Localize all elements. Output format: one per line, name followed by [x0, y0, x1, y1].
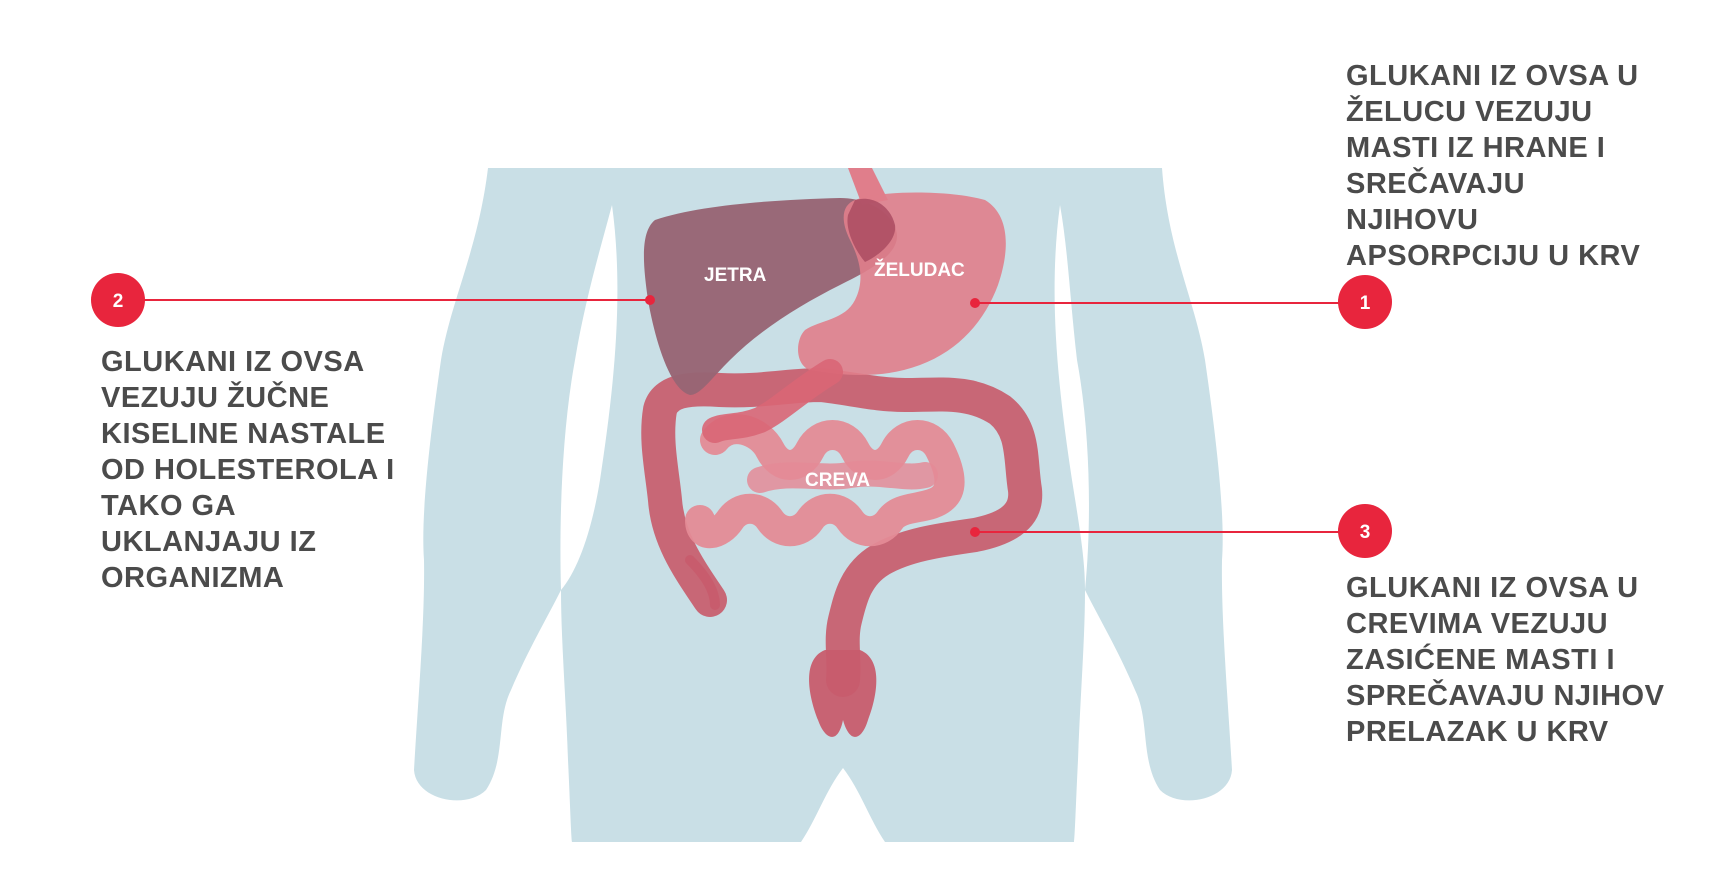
colon	[641, 368, 1043, 697]
liver	[643, 198, 898, 395]
stomach	[798, 192, 1006, 375]
right-arm-gap	[1054, 205, 1089, 590]
callout-2-line-5: TAKO GA	[101, 490, 237, 522]
callout-2-line-4: OD HOLESTEROLA I	[101, 454, 395, 486]
callout-1-line-1: GLUKANI IZ OVSA U	[1346, 60, 1639, 92]
callout-1-number: 1	[1360, 293, 1371, 314]
appendix	[685, 555, 720, 610]
callout-2-text: GLUKANI IZ OVSA VEZUJU ŽUČNE KISELINE NA…	[101, 344, 395, 596]
callout-3-anchor-dot	[970, 527, 980, 537]
callout-3-line-4: SPREČAVAJU NJIHOV	[1346, 680, 1665, 712]
callout-2-line-1: GLUKANI IZ OVSA	[101, 346, 365, 378]
small-intestine	[685, 414, 965, 549]
small-intestine-loop	[747, 460, 938, 493]
left-arm-gap	[560, 205, 618, 590]
callout-2-line-6: UKLANJAJU IZ	[101, 526, 317, 558]
callout-1-text: GLUKANI IZ OVSA U ŽELUCU VEZUJU MASTI IZ…	[1346, 58, 1640, 274]
callout-3-badge: 3	[1338, 504, 1392, 558]
callout-2-line-2: VEZUJU ŽUČNE	[101, 382, 330, 414]
callout-3-line-2: CREVIMA VEZUJU	[1346, 608, 1609, 640]
liver-stomach-overlap	[847, 198, 896, 262]
callout-1-badge: 1	[1338, 275, 1392, 329]
callout-1-line-3: MASTI IZ HRANE I	[1346, 132, 1606, 164]
callout-3-line-5: PRELAZAK U KRV	[1346, 716, 1609, 748]
callout-2-number: 2	[113, 291, 124, 312]
callout-3-number: 3	[1360, 522, 1371, 543]
intestine-label: CREVA	[805, 470, 870, 491]
duodenum	[702, 359, 843, 443]
callout-1-line-6: APSORPCIJU U KRV	[1346, 240, 1641, 272]
callout-2-line-7: ORGANIZMA	[101, 562, 285, 594]
callout-3-line-1: GLUKANI IZ OVSA U	[1346, 572, 1639, 604]
liver-label: JETRA	[704, 265, 767, 286]
callout-2-anchor-dot	[645, 295, 655, 305]
callout-1-line-2: ŽELUCU VEZUJU	[1346, 96, 1593, 128]
rectum	[809, 650, 877, 737]
callout-1-anchor-dot	[970, 298, 980, 308]
callout-3-line-3: ZASIĆENE MASTI I	[1346, 644, 1616, 676]
callout-1-line-5: NJIHOVU	[1346, 204, 1479, 236]
callout-3-text: GLUKANI IZ OVSA U CREVIMA VEZUJU ZASIĆEN…	[1346, 570, 1664, 750]
callout-2-badge: 2	[91, 273, 145, 327]
callout-1-line-4: SREČAVAJU	[1346, 168, 1526, 200]
stomach-label: ŽELUDAC	[874, 259, 965, 281]
callout-2-line-3: KISELINE NASTALE	[101, 418, 386, 450]
